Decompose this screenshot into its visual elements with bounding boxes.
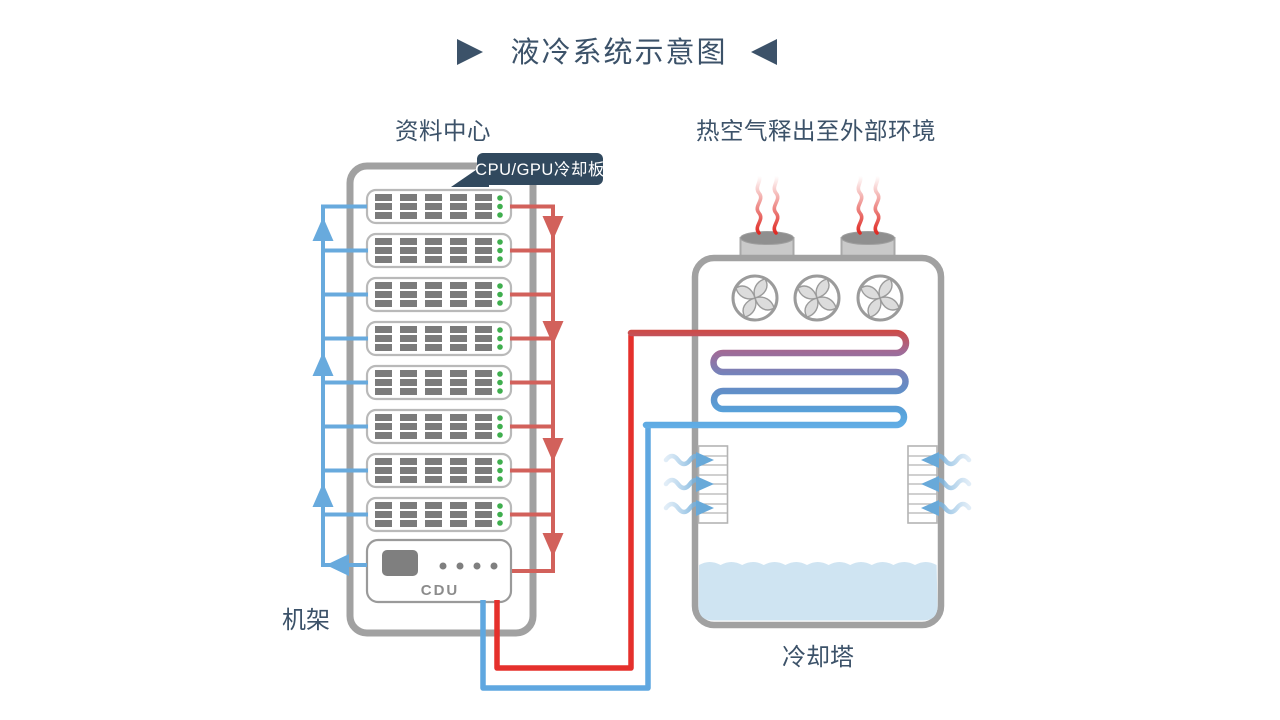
cold-up-arrow <box>312 483 334 507</box>
server-unit <box>365 408 513 445</box>
fan-icon <box>731 274 779 322</box>
heat-wave-icon <box>856 174 864 235</box>
rack-hot-piping <box>510 204 555 573</box>
heat-wave-icon <box>873 174 881 235</box>
hot-branch-pipes <box>510 248 553 517</box>
server-unit <box>365 320 513 357</box>
server-unit <box>365 364 513 401</box>
rack: CDU <box>346 162 537 637</box>
hot-flow-arrows <box>542 216 564 557</box>
hot-down-arrow <box>542 321 564 345</box>
page-title: 液冷系统示意图 <box>457 36 777 69</box>
server-unit <box>365 452 513 489</box>
rack-label: 机架 <box>282 607 330 634</box>
cdu-panel-square <box>382 550 418 576</box>
cdu-unit: CDU <box>365 538 513 604</box>
water-basin <box>698 562 938 621</box>
server-unit <box>365 276 513 313</box>
fan-icon <box>856 274 904 322</box>
cold-branch-pipes <box>323 248 368 517</box>
title-left-triangle-icon <box>457 39 483 65</box>
heat-exchanger-coil <box>627 329 910 429</box>
hot-down-arrow <box>542 533 564 557</box>
cold-return-loop-pipe <box>480 427 651 691</box>
cold-left-arrow <box>326 554 349 576</box>
title-text: 液冷系统示意图 <box>510 36 727 69</box>
fan-icon <box>793 274 841 322</box>
heat-wave-icon <box>772 174 780 235</box>
hot-air-label: 热空气释出至外部环境 <box>696 118 936 144</box>
callout-text: CPU/GPU冷却板 <box>475 160 605 179</box>
title-right-triangle-icon <box>751 39 777 65</box>
server-unit <box>365 496 513 533</box>
cdu-label: CDU <box>421 582 460 599</box>
data-center-label: 资料中心 <box>395 118 491 144</box>
cold-up-arrow <box>312 352 334 376</box>
cooling-tower <box>627 174 969 629</box>
cdu-indicator-dots <box>439 562 498 570</box>
hot-down-arrow <box>542 438 564 462</box>
heat-wave-icon <box>755 174 763 235</box>
hot-down-arrow <box>542 216 564 240</box>
cold-up-arrow <box>312 217 334 241</box>
server-unit <box>365 232 513 269</box>
cold-flow-arrows <box>312 217 349 576</box>
hot-riser-pipe <box>510 204 555 573</box>
cooling-tower-label: 冷却塔 <box>782 644 854 671</box>
cooling-plate-callout: CPU/GPU冷却板 <box>451 153 605 187</box>
hot-supply-loop-pipe <box>494 335 634 671</box>
server-unit <box>365 188 513 225</box>
callout-bubble <box>477 153 603 185</box>
